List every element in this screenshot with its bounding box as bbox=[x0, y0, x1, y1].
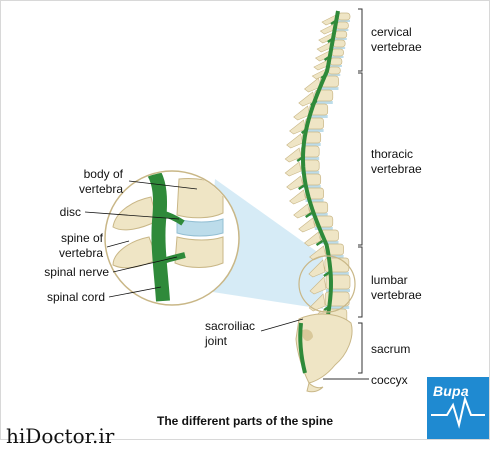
magnification-beam bbox=[206, 179, 323, 309]
cervical-vertebra bbox=[334, 30, 348, 39]
body-of-vertebra-label: body of vertebra bbox=[78, 167, 123, 196]
disc-label: disc bbox=[59, 205, 81, 219]
spinal-cord-label: spinal cord bbox=[46, 290, 105, 304]
cervical-vertebra bbox=[332, 39, 346, 48]
cervical-vertebra bbox=[327, 66, 341, 75]
spinal-cord-column bbox=[301, 10, 340, 318]
spine-disc bbox=[309, 213, 328, 216]
spinous-process-upper bbox=[112, 196, 158, 231]
spine-of-vertebra-label: spine of vertebra bbox=[58, 231, 103, 260]
spine-disc bbox=[302, 143, 321, 146]
coccyx-bone bbox=[306, 382, 324, 393]
nerve-root bbox=[315, 239, 324, 247]
cervical-bracket bbox=[358, 8, 363, 72]
nerve-root bbox=[320, 72, 328, 80]
lumbar-bracket bbox=[358, 246, 363, 318]
nerve-root bbox=[330, 18, 338, 26]
nerve-root bbox=[297, 183, 306, 191]
cervical-label: cervical vertebrae bbox=[371, 25, 422, 54]
nerve-root bbox=[305, 211, 313, 219]
spine-illustration bbox=[84, 8, 369, 393]
bupa-wordmark: Bupa bbox=[433, 383, 469, 399]
spinous-process-lower bbox=[112, 236, 158, 269]
spinous-process bbox=[309, 276, 327, 295]
nerve-root bbox=[323, 54, 332, 62]
cervical-vertebra bbox=[336, 21, 349, 30]
sacroiliac-shade bbox=[301, 329, 313, 341]
spinal-nerve-label: spinal nerve bbox=[44, 265, 109, 279]
spinous-process bbox=[298, 217, 316, 233]
watermark: hiDoctor.ir bbox=[6, 424, 115, 448]
spine-disc bbox=[309, 115, 328, 118]
sacrum-bracket bbox=[358, 322, 363, 374]
spinous-process bbox=[284, 147, 302, 163]
spinous-process bbox=[308, 259, 326, 278]
figure-caption: The different parts of the spine bbox=[156, 414, 333, 428]
nerve-root bbox=[323, 270, 331, 278]
region-brackets bbox=[323, 8, 369, 380]
spine-disc bbox=[331, 56, 344, 58]
nerve-root bbox=[310, 99, 318, 107]
cervical-vertebra bbox=[331, 48, 344, 57]
spinous-process bbox=[286, 133, 304, 149]
nerve-root bbox=[323, 304, 331, 312]
spine-disc bbox=[334, 38, 347, 40]
thoracic-vertebra bbox=[300, 145, 320, 158]
spine-disc bbox=[302, 185, 321, 188]
spine-disc bbox=[305, 129, 324, 132]
spine-disc bbox=[328, 74, 341, 76]
spinous-process bbox=[289, 119, 306, 135]
sacrum-label: sacrum bbox=[371, 342, 411, 356]
sacral-nerves bbox=[298, 322, 307, 374]
thoracic-bracket bbox=[358, 72, 363, 246]
coccyx-label: coccyx bbox=[371, 373, 408, 387]
vertebra-detail bbox=[112, 172, 224, 302]
spine-disc bbox=[301, 171, 320, 174]
lumbar-label: lumbar vertebrae bbox=[371, 273, 422, 302]
bupa-logo: Bupa bbox=[427, 377, 489, 439]
spine-disc bbox=[320, 87, 339, 90]
spinous-process bbox=[284, 161, 302, 177]
nerve-root bbox=[300, 127, 309, 135]
sacroiliac-leader bbox=[260, 318, 304, 332]
sacroiliac-joint-label: sacroiliac joint bbox=[205, 319, 256, 348]
spine-disc bbox=[336, 29, 349, 31]
spinal-cord bbox=[145, 172, 170, 302]
spinous-process bbox=[293, 203, 311, 219]
detail-leader-lines bbox=[84, 180, 198, 298]
cervical-vertebra bbox=[337, 12, 351, 21]
diagram-frame: cervical vertebrae thoracic vertebrae lu… bbox=[0, 0, 490, 440]
spinal-nerve-upper bbox=[160, 210, 185, 226]
thoracic-vertebra bbox=[300, 159, 320, 172]
spine-disc bbox=[329, 65, 342, 67]
spine-disc bbox=[305, 199, 324, 202]
thoracic-label: thoracic vertebrae bbox=[371, 147, 422, 176]
spine-disc bbox=[314, 101, 333, 104]
spinous-process bbox=[289, 189, 306, 205]
spinous-process bbox=[304, 231, 321, 247]
nerve-root bbox=[296, 155, 304, 163]
lumbar-highlight-circle bbox=[298, 255, 356, 313]
nerve-root bbox=[327, 36, 335, 44]
heartbeat-icon bbox=[431, 395, 485, 429]
spine-disc bbox=[320, 241, 339, 244]
spine-disc bbox=[324, 272, 349, 275]
lower-vertebra-body bbox=[174, 236, 224, 268]
cervical-vertebra bbox=[329, 57, 343, 66]
spine-disc bbox=[325, 289, 350, 292]
spinous-process bbox=[286, 175, 304, 191]
spine-disc bbox=[333, 47, 346, 49]
spine-disc bbox=[338, 20, 351, 22]
spine-disc bbox=[325, 306, 350, 309]
spine-disc bbox=[314, 227, 333, 230]
spine-disc bbox=[301, 157, 320, 160]
spinous-process bbox=[308, 293, 326, 312]
intervertebral-disc bbox=[176, 218, 224, 237]
